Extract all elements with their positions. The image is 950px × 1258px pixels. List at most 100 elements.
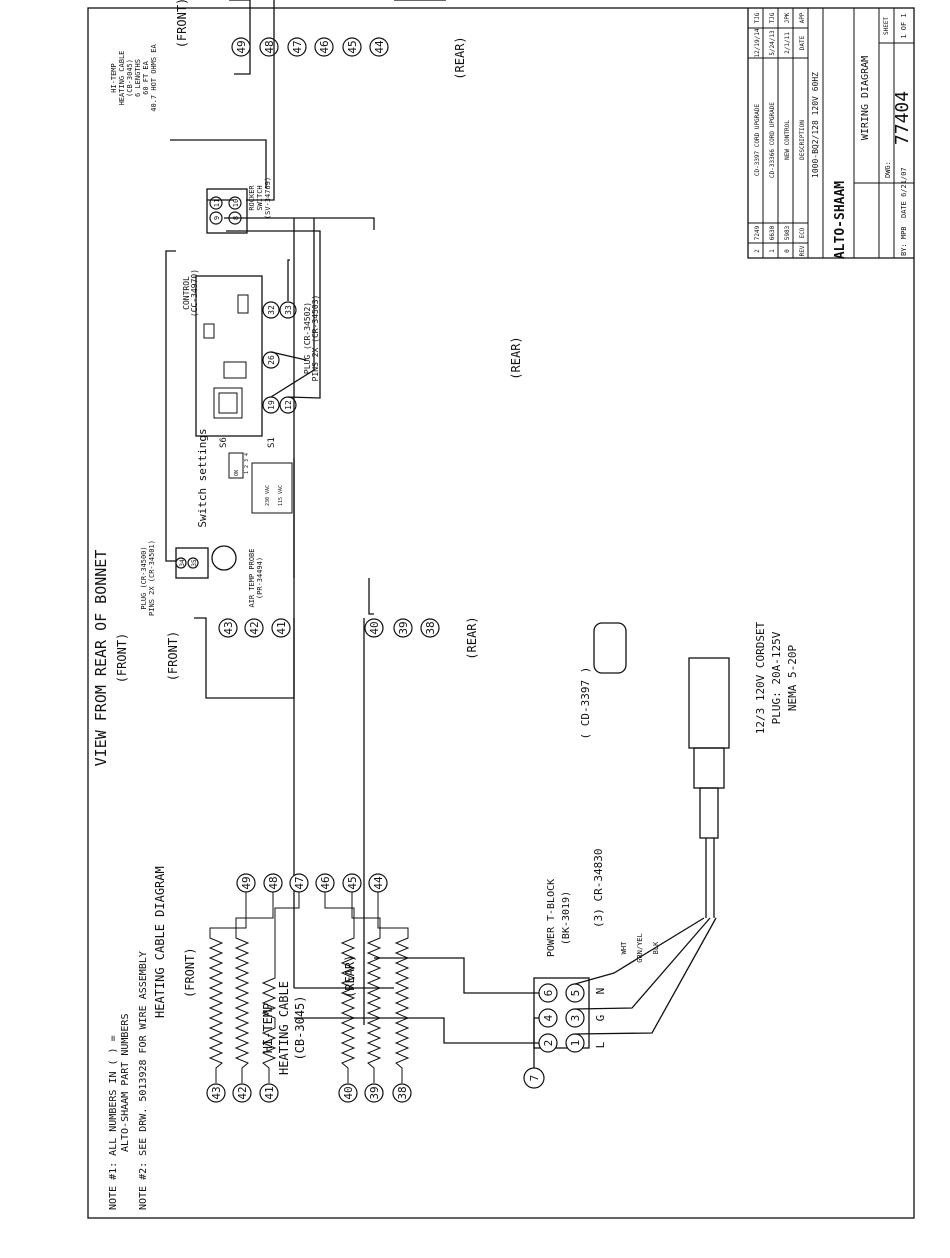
svg-text:POWER T-BLOCK: POWER T-BLOCK — [546, 879, 557, 957]
svg-text:6 LENGTHS: 6 LENGTHS — [134, 59, 142, 97]
svg-text:49: 49 — [235, 40, 248, 53]
svg-text:41: 41 — [263, 1086, 276, 1099]
svg-text:PLUG (CR-34500): PLUG (CR-34500) — [140, 546, 148, 609]
svg-text:DESCRIPTION: DESCRIPTION — [799, 120, 806, 160]
svg-text:5983: 5983 — [784, 225, 791, 240]
terminal-49 — [231, 37, 251, 57]
svg-text:40: 40 — [368, 621, 381, 634]
svg-text:CD-3397 CORD UPGRADE: CD-3397 CORD UPGRADE — [754, 103, 761, 176]
top-rear-label: (REAR) — [453, 36, 467, 79]
svg-text:44: 44 — [372, 876, 385, 890]
svg-text:43: 43 — [210, 1086, 223, 1099]
svg-text:(SV-34769): (SV-34769) — [264, 177, 272, 219]
svg-text:1 OF 1: 1 OF 1 — [900, 13, 908, 38]
rocker-switch: 9 11 8 10 ROCKER SWITCH (SV-34769) — [206, 177, 272, 234]
switch-settings: Switch settings S6 ON 1 2 3 4 S1 230 VAC… — [196, 428, 293, 528]
svg-text:45: 45 — [346, 876, 359, 889]
wiring-runs — [165, 0, 446, 1025]
svg-text:34: 34 — [179, 559, 186, 567]
sheet-border — [87, 7, 915, 1219]
svg-text:115 VAC: 115 VAC — [278, 485, 284, 506]
mid-front-label: (FRONT) — [166, 631, 180, 682]
svg-text:49: 49 — [240, 876, 253, 889]
svg-text:38: 38 — [424, 621, 437, 634]
svg-text:GRN/YEL: GRN/YEL — [636, 933, 644, 963]
svg-text:CD-33366 CORD UPGRADE: CD-33366 CORD UPGRADE — [769, 102, 776, 178]
svg-text:39: 39 — [368, 1086, 381, 1099]
svg-text:NEMA 5-20P: NEMA 5-20P — [786, 645, 799, 712]
svg-text:33: 33 — [284, 305, 293, 315]
svg-text:47: 47 — [293, 876, 306, 889]
terminal-46 — [314, 37, 334, 57]
svg-text:46: 46 — [319, 876, 332, 889]
svg-text:ON: ON — [234, 470, 240, 476]
svg-text:1 2 3 4: 1 2 3 4 — [244, 453, 250, 474]
svg-text:L: L — [594, 1041, 607, 1048]
svg-text:19: 19 — [267, 400, 276, 410]
svg-text:SWITCH: SWITCH — [256, 185, 264, 210]
svg-text:45: 45 — [346, 40, 359, 53]
svg-text:11: 11 — [213, 199, 221, 207]
svg-text:HEATING CABLE DIAGRAM: HEATING CABLE DIAGRAM — [153, 866, 167, 1018]
svg-text:CONTROL: CONTROL — [182, 276, 191, 310]
svg-text:40.7 HOT OHMS EA: 40.7 HOT OHMS EA — [150, 44, 158, 112]
svg-text:48: 48 — [263, 40, 276, 53]
svg-text:7: 7 — [528, 1075, 541, 1082]
svg-text:(FRONT): (FRONT) — [183, 947, 197, 998]
svg-text:48: 48 — [267, 876, 280, 889]
svg-text:42: 42 — [248, 621, 261, 634]
plug-face-icon — [593, 622, 627, 674]
terminal-45 — [342, 37, 362, 57]
svg-text:(BK-3019): (BK-3019) — [561, 891, 572, 945]
top-front-label: (FRONT) — [175, 0, 189, 48]
svg-text:HI-TEMP: HI-TEMP — [110, 63, 118, 93]
svg-text:3: 3 — [569, 1015, 582, 1022]
svg-text:2: 2 — [754, 249, 761, 253]
cordset: ( CD-3397 ) 12/3 120V CORDSET PLUG: 20A-… — [579, 621, 799, 918]
svg-text:6: 6 — [542, 990, 555, 997]
svg-text:TJG: TJG — [769, 12, 776, 23]
svg-text:39: 39 — [397, 621, 410, 634]
svg-text:TJG: TJG — [754, 12, 761, 23]
svg-text:(3) CR-34830: (3) CR-34830 — [592, 849, 605, 928]
svg-text:4: 4 — [542, 1014, 555, 1021]
probe-plug: 34 35 PLUG (CR-34500) PINS 2X (CR-34501)… — [140, 540, 264, 616]
svg-text:60 FT EA: 60 FT EA — [142, 60, 150, 95]
svg-text:PLUG: 20A-125V: PLUG: 20A-125V — [770, 631, 783, 724]
svg-text:DATE 6/21/07: DATE 6/21/07 — [900, 167, 908, 218]
svg-text:PINS 2X (CR-34501): PINS 2X (CR-34501) — [148, 540, 156, 616]
plug-body — [688, 657, 730, 749]
svg-text:SHEET: SHEET — [883, 17, 890, 35]
svg-text:AIR TEMP PROBE: AIR TEMP PROBE — [248, 548, 256, 607]
svg-text:ECO: ECO — [799, 227, 806, 238]
svg-text:APP: APP — [799, 12, 806, 23]
svg-text:PINS 2X (CR-34503): PINS 2X (CR-34503) — [311, 295, 320, 382]
svg-text:2: 2 — [542, 1040, 555, 1047]
svg-text:35: 35 — [191, 559, 198, 567]
control-rear-label: (REAR) — [509, 336, 523, 379]
svg-text:PLUG (CR-34502): PLUG (CR-34502) — [303, 302, 312, 374]
svg-text:9: 9 — [213, 216, 221, 220]
svg-text:44: 44 — [373, 40, 386, 54]
svg-text:26: 26 — [267, 355, 276, 365]
svg-text:ROCKER: ROCKER — [248, 185, 256, 211]
svg-text:(CB-3045): (CB-3045) — [126, 59, 134, 97]
top-terminal-bracket — [229, 0, 251, 75]
rotated-drawing: VIEW FROM REAR OF BONNET (FRONT) HI-TEMP… — [92, 0, 914, 1210]
svg-text:12/19/14: 12/19/14 — [754, 28, 761, 57]
svg-text:0: 0 — [784, 249, 791, 253]
svg-text:NOTE #1: ALL NUMBERS IN ( ) =: NOTE #1: ALL NUMBERS IN ( ) = — [108, 1035, 119, 1210]
svg-text:42: 42 — [236, 1086, 249, 1099]
svg-text:G: G — [594, 1015, 607, 1022]
svg-text:1: 1 — [769, 249, 776, 253]
view-front-label: (FRONT) — [115, 633, 129, 684]
svg-text:S6: S6 — [219, 437, 229, 448]
svg-text:REV: REV — [799, 245, 806, 256]
hi-temp-note: HI-TEMP HEATING CABLE (CB-3045) 6 LENGTH… — [110, 44, 158, 112]
svg-text:5/24/13: 5/24/13 — [769, 30, 776, 56]
terminals-top: 49 48 47 46 45 44 — [231, 37, 389, 57]
svg-text:WIRING DIAGRAM: WIRING DIAGRAM — [860, 56, 871, 140]
svg-text:12: 12 — [284, 400, 293, 410]
svg-text:S1: S1 — [267, 437, 277, 448]
svg-text:WHT: WHT — [620, 941, 628, 954]
